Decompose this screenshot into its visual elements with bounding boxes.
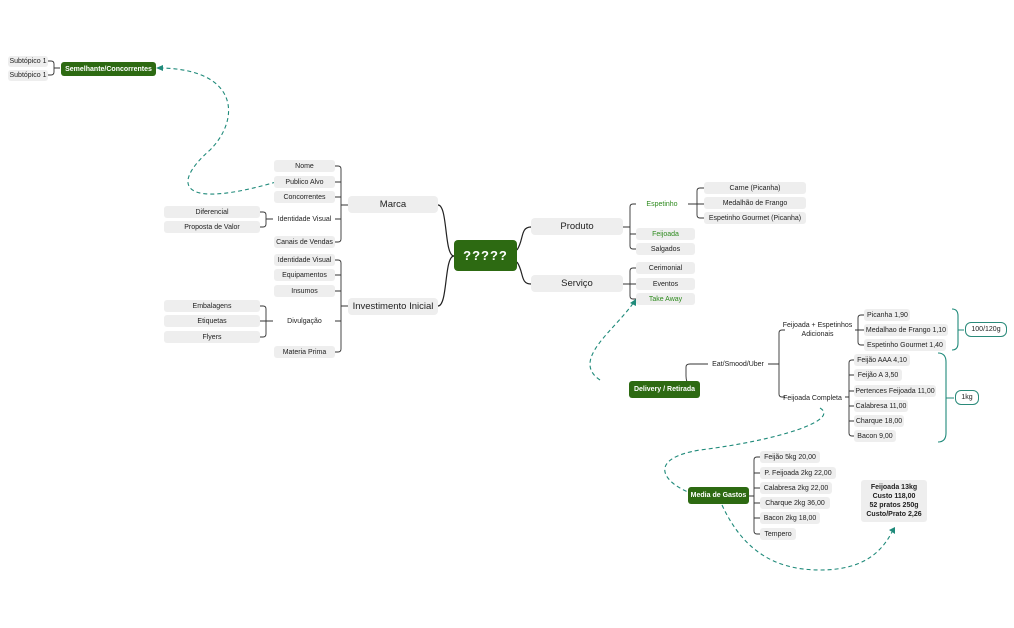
delivery-retirada-node[interactable]: Delivery / Retirada [629,381,700,398]
marca-item-nome[interactable]: Nome [274,160,335,172]
gastos-p-feijoada[interactable]: P. Feijoada 2kg 22,00 [760,467,836,479]
bracket-identidade [260,211,273,228]
espetinhos-medalhao[interactable]: Medalhao de Frango 1,10 [864,324,948,336]
arrow-semelhante [156,65,163,71]
investimento-inicial-node[interactable]: Investimento Inicial [348,298,438,315]
feijoada-espetinhos-node[interactable]: Feijoada + Espetinhos Adicionais [782,322,853,338]
relation-delivery-takeaway [589,301,635,381]
arrow-summary [889,527,895,534]
relation-completa-gastos [664,407,825,493]
arrow-takeaway [630,299,636,306]
note-1kg[interactable]: 1kg [955,390,979,405]
media-de-gastos-node[interactable]: Media de Gastos [688,487,749,504]
subtopic-1[interactable]: Subtópico 1 [8,56,48,67]
completa-calabresa[interactable]: Calabresa 11,00 [854,400,908,412]
espetinhos-gourmet[interactable]: Espetinho Gourmet 1,40 [864,339,946,351]
bracket-note-100 [951,308,964,351]
investimento-item-insumos[interactable]: Insumos [274,285,335,297]
central-topic[interactable]: ????? [454,240,517,271]
gastos-bacon[interactable]: Bacon 2kg 18,00 [760,512,820,524]
servico-node[interactable]: Serviço [531,275,623,292]
connector-produto [516,226,532,251]
bracket-gastos [749,456,760,535]
investimento-item-identidade-visual[interactable]: Identidade Visual [274,254,335,266]
connector-investimento [437,255,455,307]
bracket-investimento [335,259,348,353]
marca-item-canais-de-vendas[interactable]: Canais de Vendas [274,236,335,248]
identidade-diferencial[interactable]: Diferencial [164,206,260,218]
produto-item-feijoada[interactable]: Feijoada [636,228,695,240]
espetinho-carne-picanha[interactable]: Carne (Picanha) [704,182,806,194]
completa-pertences[interactable]: Pertences Feijoada 11,00 [854,385,936,397]
investimento-item-materia-prima[interactable]: Materia Prima [274,346,335,358]
subtopic-2[interactable]: Subtópico 1 [8,70,48,81]
gastos-feijao[interactable]: Feijão 5kg 20,00 [760,451,820,463]
relation-publico-semelhante [161,67,277,195]
divulgacao-embalagens[interactable]: Embalagens [164,300,260,312]
summary-line-4: Custo/Prato 2,26 [866,511,922,518]
investimento-item-equipamentos[interactable]: Equipamentos [274,269,335,281]
connector-servico [516,261,532,285]
bracket-platform [768,329,785,398]
bracket-produto [623,203,636,250]
marca-item-publico-alvo[interactable]: Publico Alvo [274,176,335,188]
divulgacao-flyers[interactable]: Flyers [164,331,260,343]
marca-item-concorrentes[interactable]: Concorrentes [274,191,335,203]
produto-node[interactable]: Produto [531,218,623,235]
connectors [437,204,532,307]
gastos-tempero[interactable]: Tempero [760,528,796,540]
divulgacao-etiquetas[interactable]: Etiquetas [164,315,260,327]
gastos-charque[interactable]: Charque 2kg 36,00 [760,497,830,509]
bracket-lines [48,60,864,535]
marca-item-identidade-visual[interactable]: Identidade Visual [277,215,332,223]
servico-item-cerimonial[interactable]: Cerimonial [636,262,695,274]
completa-bacon[interactable]: Bacon 9,00 [854,430,896,442]
produto-item-espetinho[interactable]: Espetinho [646,200,678,208]
completa-feijao-aaa[interactable]: Feijão AAA 4,10 [854,354,910,366]
bracket-servico [623,267,636,300]
completa-feijao-a[interactable]: Feijão A 3,50 [854,369,902,381]
servico-item-take-away[interactable]: Take Away [636,293,695,305]
marca-node[interactable]: Marca [348,196,438,213]
servico-item-eventos[interactable]: Eventos [636,278,695,290]
bracket-feijoada-espetinhos [855,314,864,346]
note-100-120g[interactable]: 100/120g [965,322,1007,337]
arrowheads [156,65,895,534]
summary-line-1: Feijoada 13kg [870,484,918,491]
espetinho-gourmet-picanha[interactable]: Espetinho Gourmet (Picanha) [704,212,806,224]
gastos-summary-box[interactable]: Feijoada 13kg Custo 118,00 52 pratos 250… [861,480,927,522]
delivery-platform[interactable]: Eat/Smood/Uber [712,360,764,368]
feijoada-completa-node[interactable]: Feijoada Completa [783,394,842,402]
note-brackets [937,308,964,443]
bracket-feijoada-completa [845,359,854,437]
completa-charque[interactable]: Charque 18,00 [854,415,904,427]
connector-marca [437,204,455,257]
bracket-note-1kg [937,352,954,443]
espetinho-medalhao-frango[interactable]: Medalhão de Frango [704,197,806,209]
produto-item-salgados[interactable]: Salgados [636,243,695,255]
gastos-calabresa[interactable]: Calabresa 2kg 22,00 [760,482,832,494]
bracket-marca [335,165,348,243]
bracket-semelhante [48,60,60,76]
espetinhos-picanha[interactable]: Picanha 1,90 [864,309,910,321]
summary-line-3: 52 pratos 250g [869,502,919,509]
investimento-item-divulgacao[interactable]: Divulgação [287,317,322,325]
identidade-proposta-de-valor[interactable]: Proposta de Valor [164,221,260,233]
bracket-divulgacao [260,305,273,338]
bracket-espetinho [688,187,704,219]
semelhante-concorrentes-node[interactable]: Semelhante/Concorrentes [61,62,156,76]
dashed-relations [161,67,893,571]
summary-line-2: Custo 118,00 [872,493,916,500]
